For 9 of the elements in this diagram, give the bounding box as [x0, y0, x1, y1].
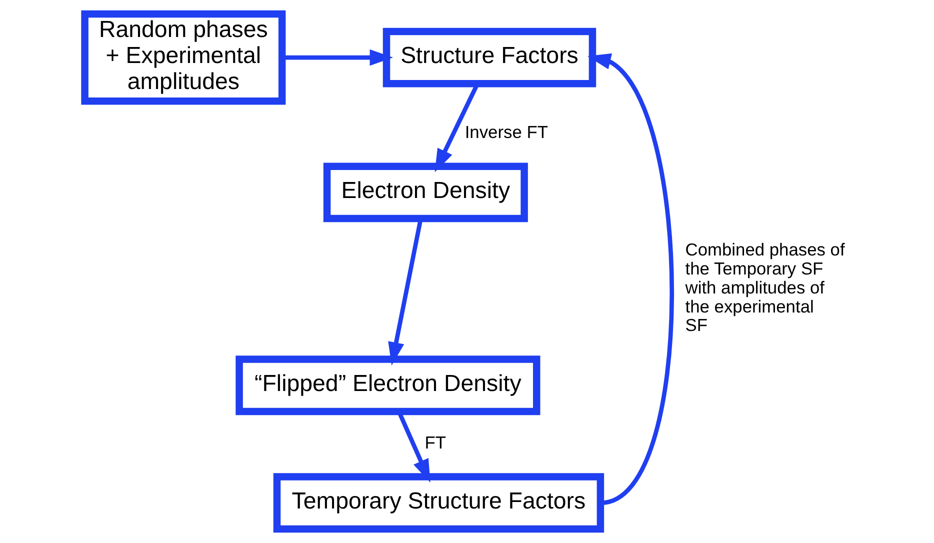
- node-box: Structure Factors: [382, 28, 596, 88]
- arrow: [282, 49, 394, 66]
- node-box: Random phases + Experimental amplitudes: [81, 10, 286, 105]
- edge-label: FT: [424, 432, 446, 453]
- edge-label: Combined phases of the Temporary SF with amplitudes of the experimental SF: [685, 240, 845, 336]
- node-box: Electron Density: [323, 162, 528, 222]
- node-box: “Flipped” Electron Density: [236, 356, 540, 416]
- edge-label: Inverse FT: [464, 122, 548, 142]
- node-box: Temporary Structure Factors: [273, 473, 604, 533]
